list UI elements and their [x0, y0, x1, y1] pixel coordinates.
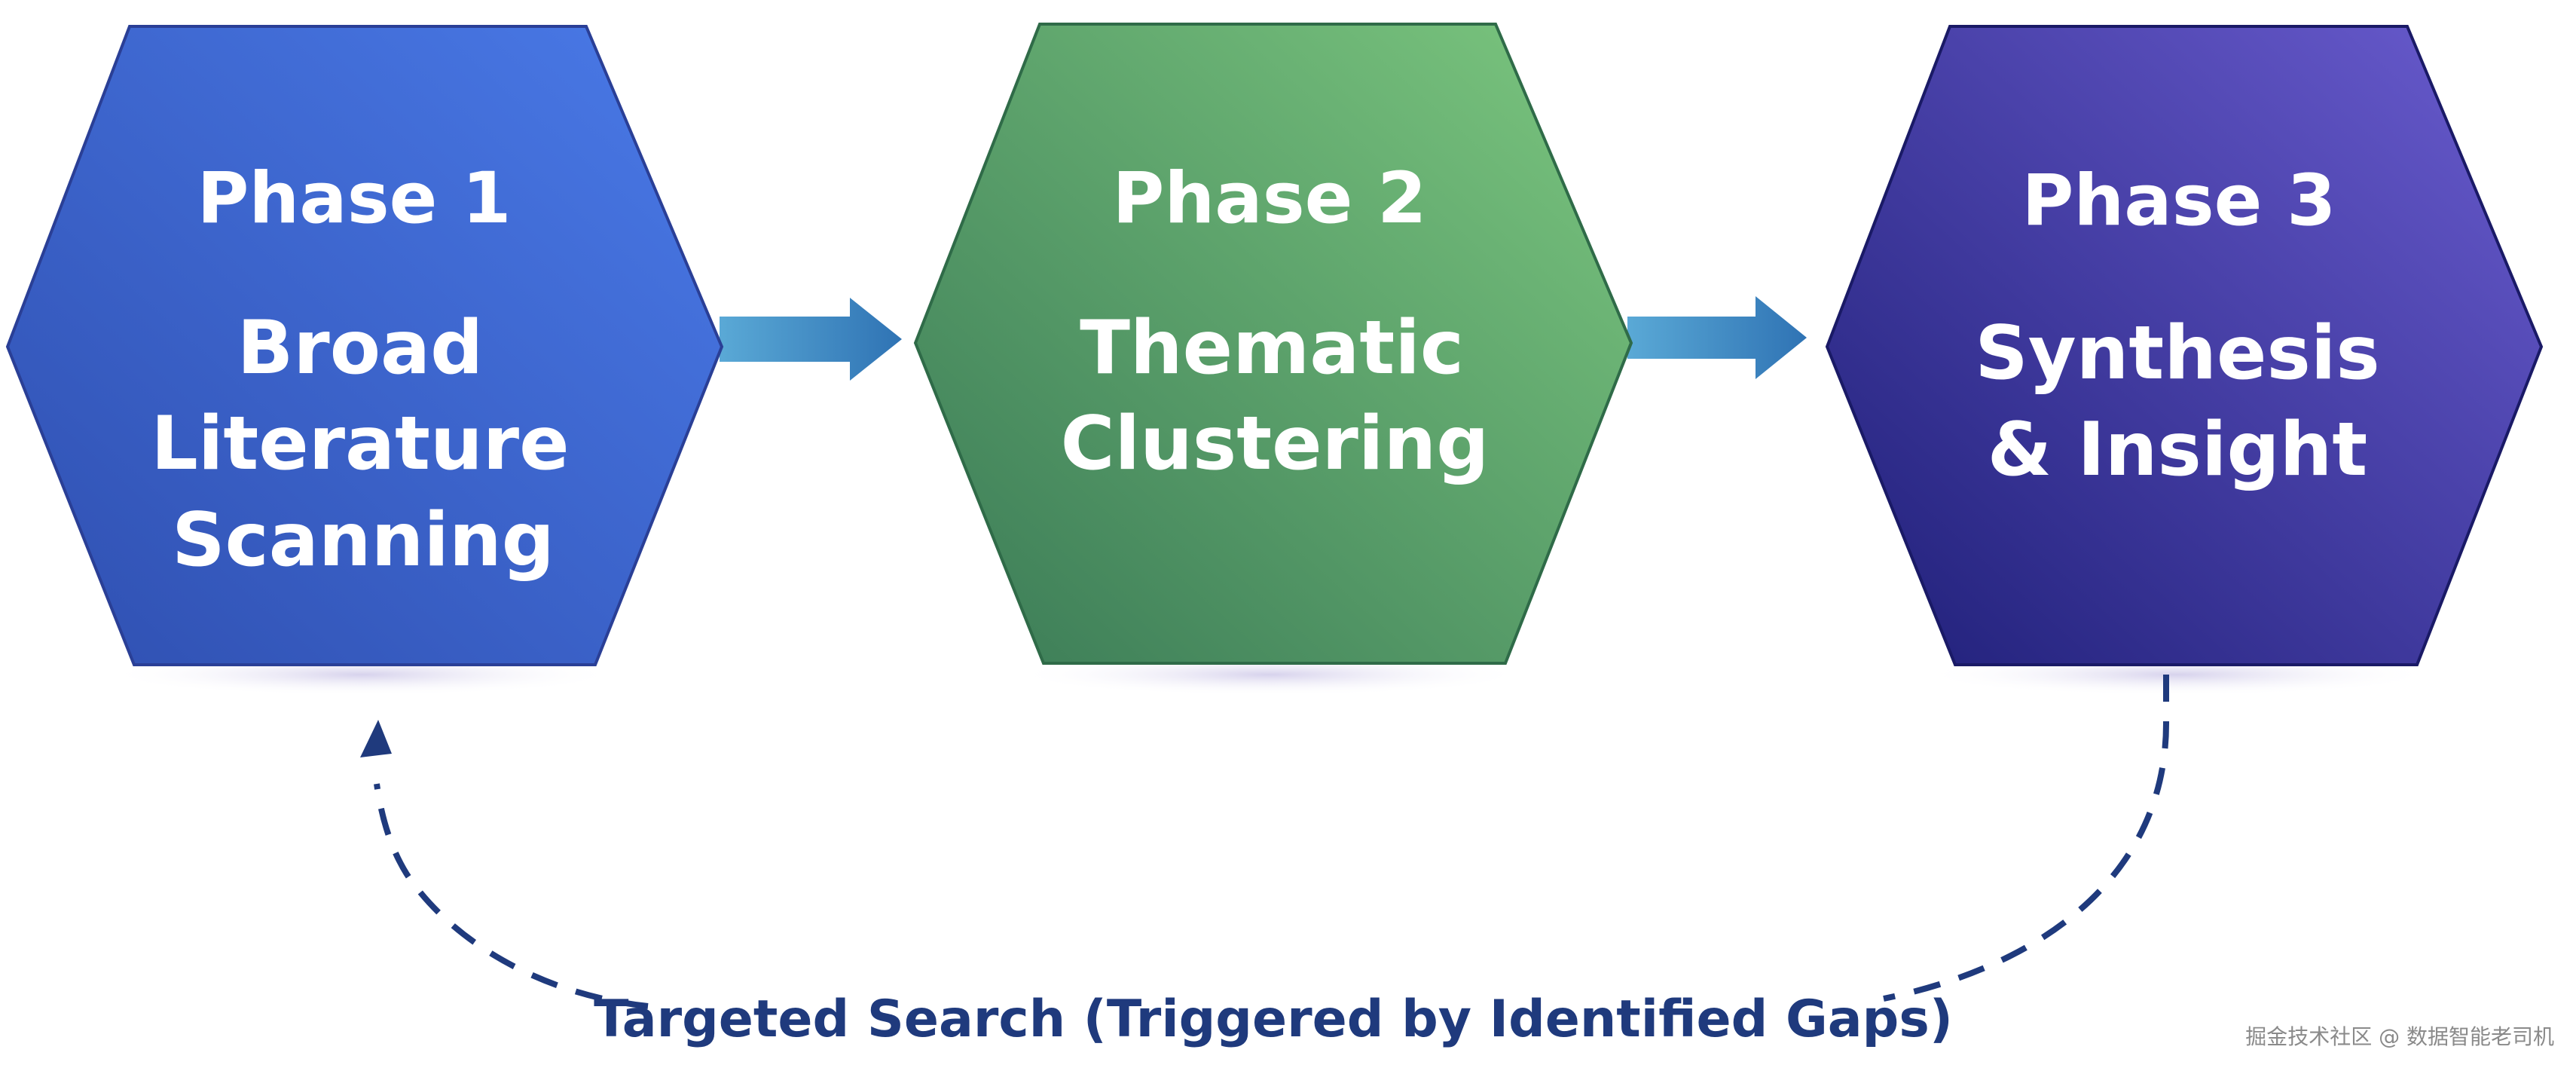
phase-1-hexagon: Phase 1 Broad Literature Scanning: [5, 25, 724, 666]
phase-1-label-line-1: Broad: [237, 305, 484, 391]
arrow-phase1-to-phase2: [720, 298, 902, 381]
feedback-loop-arrowhead: [360, 720, 392, 757]
phase-2-hexagon: Phase 2 Thematic Clustering: [913, 23, 1633, 665]
phase-3-label-line-1: Synthesis: [1975, 311, 2380, 396]
phase-1-shape: [5, 25, 724, 666]
phase-2-title: Phase 2: [1112, 158, 1426, 240]
phase-1-title: Phase 1: [197, 158, 511, 240]
watermark: 掘金技术社区 @ 数据智能老司机: [2245, 1024, 2554, 1049]
phase-2-label-line-2: Clustering: [1061, 401, 1490, 487]
phase-2-shape: [913, 23, 1633, 665]
feedback-loop-right-curve: [1883, 675, 2169, 1002]
arrow-phase2-to-phase3: [1627, 296, 1807, 379]
phase-3-title: Phase 3: [2021, 160, 2336, 242]
phase-2-label-line-1: Thematic: [1080, 305, 1464, 391]
phase-3-shape: [1825, 25, 2544, 666]
phase-3-label-line-2: & Insight: [1988, 407, 2368, 493]
phase-1-label-line-2: Literature: [151, 401, 569, 487]
phase-3-hexagon: Phase 3 Synthesis & Insight: [1825, 25, 2544, 666]
feedback-loop-label: Targeted Search (Triggered by Identified…: [594, 990, 1953, 1049]
feedback-loop-left-curve: [374, 783, 649, 1009]
phase-1-label-line-3: Scanning: [172, 497, 555, 583]
